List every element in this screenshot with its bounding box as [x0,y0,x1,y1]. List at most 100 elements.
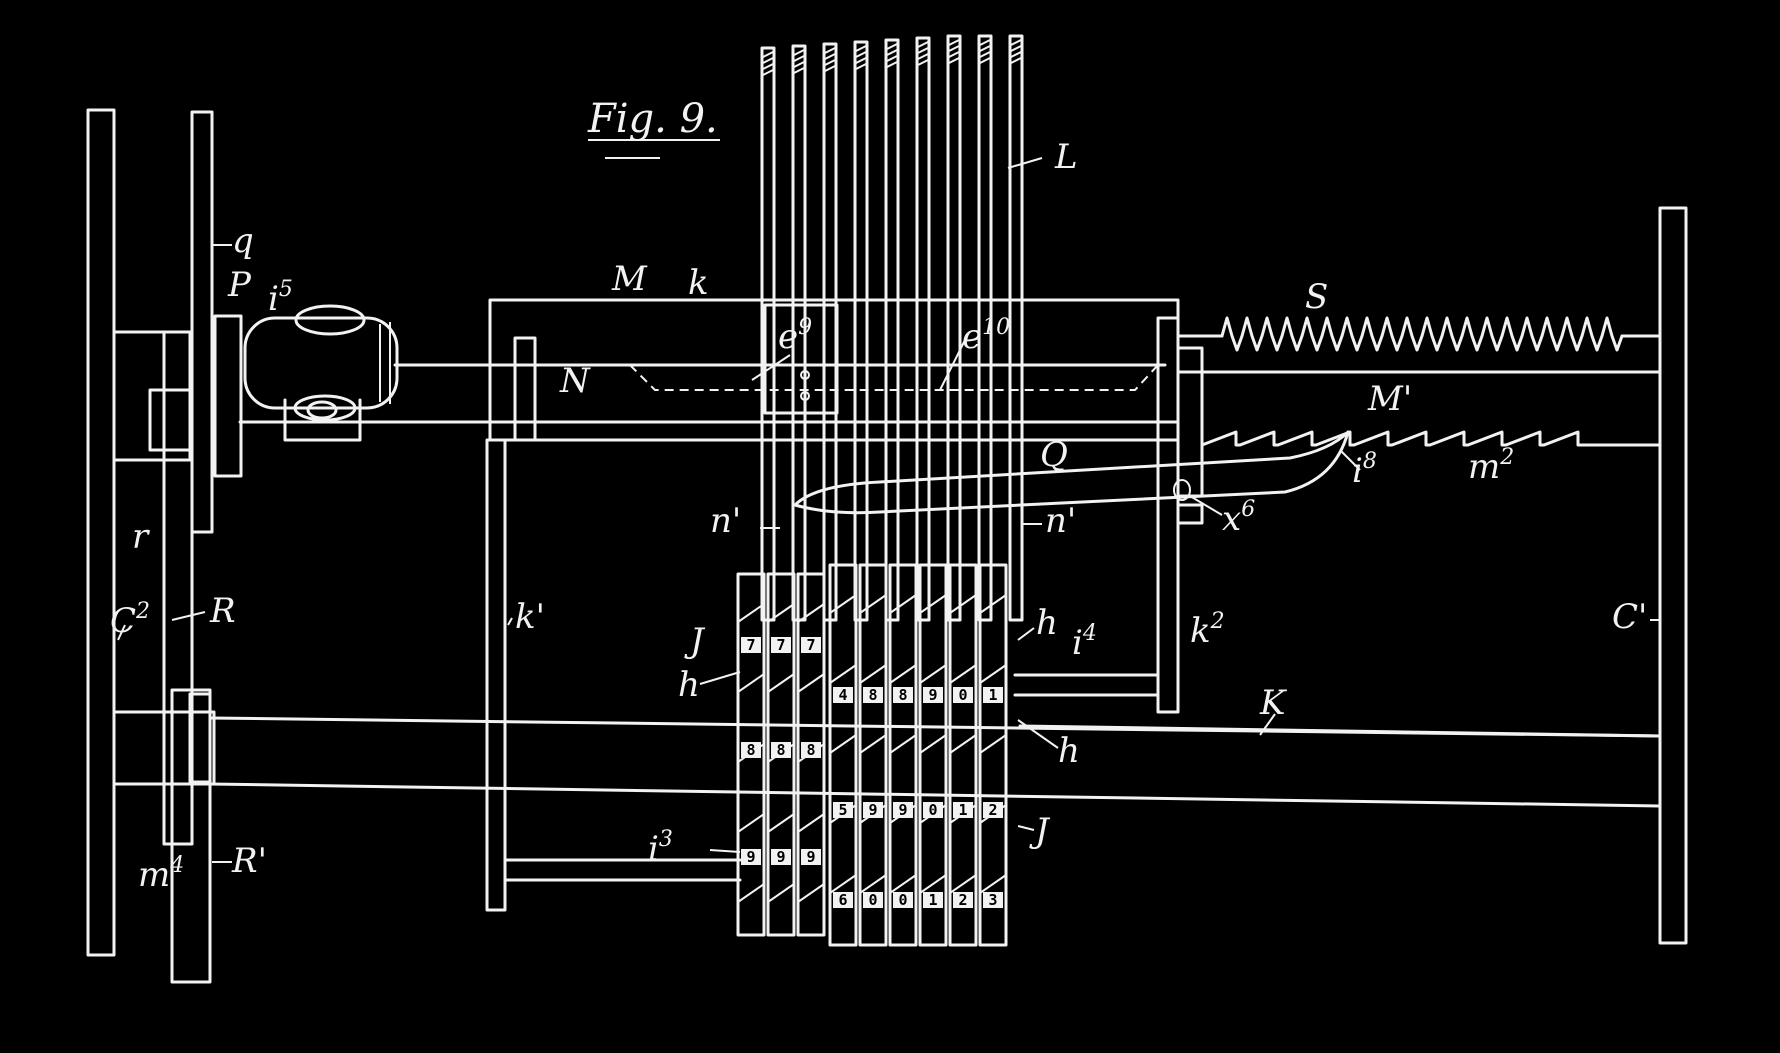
label-i8: i8 [1352,449,1377,491]
reference-labels: q P i5 M k L S e9 e10 N M' Q i8 m2 n' n'… [110,137,1647,895]
wheel-digit-box [801,637,821,653]
wheel-digit-box [953,892,973,908]
wheel-digit-box [771,637,791,653]
label-m4: m4 [138,853,184,895]
number-wheel: 789 [736,572,766,937]
wheel-digit-box [923,802,943,818]
rod [822,42,838,622]
wheel-digit: 8 [776,741,785,759]
wheel-digit: 2 [988,801,997,819]
wheel-digit: 7 [746,636,755,654]
wheel-digit-box [893,687,913,703]
label-k-prime: k' [515,597,545,637]
wheel-digit-box [953,802,973,818]
wheel-digit-box [741,849,761,865]
label-i4: i4 [1072,621,1097,663]
wheel-digit: 9 [746,848,755,866]
label-M: M [611,259,648,299]
rod [977,34,993,622]
wheel-digit-box [801,742,821,758]
label-J-bottom: J [1029,811,1051,851]
wheel-digit-box [771,742,791,758]
wheel-digit: 9 [928,686,937,704]
wheel-digit: 3 [988,891,997,909]
number-wheel: 8 9 0 [888,563,918,947]
wheel-digit: 9 [868,801,877,819]
wheel-digit-box [833,892,853,908]
label-h-right: h [1036,603,1058,643]
number-wheel: 456 [828,563,858,947]
figure-title: Fig. 9. [587,96,720,159]
label-k: k [688,263,709,303]
cam-wheel-i5 [243,304,399,442]
label-q: q [232,221,254,261]
wheel-digit-box [893,892,913,908]
number-wheel: 1 2 3 [978,563,1008,947]
wheel-digit: 9 [898,801,907,819]
wheel-digit-box [983,802,1003,818]
label-n-left: n' [710,501,741,541]
wheel-digit: 0 [868,891,877,909]
label-R-prime: R' [231,841,267,881]
wheel-digit-box [983,687,1003,703]
wheel-digit-box [833,687,853,703]
number-wheel: 012 [948,563,978,947]
label-J-top: J [684,621,706,661]
wheel-digit: 8 [898,686,907,704]
label-e9: e9 [778,315,812,357]
wheel-digit: 1 [988,686,997,704]
rod [1008,34,1024,622]
wheel-digit: 0 [928,801,937,819]
label-k2: k2 [1190,609,1225,651]
left-bearing-blocks [112,314,243,786]
wheel-digit-box [863,892,883,908]
label-L: L [1054,137,1078,177]
rack-M-prime [1176,346,1662,498]
label-i3: i3 [648,827,673,869]
label-i5: i5 [268,277,293,319]
wheel-digit-box [983,892,1003,908]
rod [853,40,869,622]
label-r: r [132,517,150,557]
wheel-digit-box [953,687,973,703]
label-h-left: h [678,665,700,705]
wheel-digit: 8 [806,741,815,759]
label-C-prime: C' [1612,597,1647,637]
side-rods [485,438,1180,912]
wheel-digit-box [863,802,883,818]
wheel-digit-box [893,802,913,818]
wheel-digit: 0 [898,891,907,909]
label-e10: e10 [962,315,1010,357]
wheel-digit-box [833,802,853,818]
wheel-digit-box [741,742,761,758]
number-wheel: 789 [796,572,826,937]
wheel-digit: 1 [958,801,967,819]
wheel-digit: 1 [928,891,937,909]
label-Q: Q [1040,435,1068,475]
label-x6: x6 [1222,497,1255,539]
label-C2: C2 [110,599,150,641]
wheel-digit: 7 [776,636,785,654]
rod [915,36,931,622]
wheel-digit: 9 [776,848,785,866]
label-N: N [559,361,591,401]
wheel-digit: 6 [838,891,847,909]
label-h-lower: h [1058,731,1080,771]
wheel-digit-box [741,637,761,653]
label-P: P [227,265,252,305]
wheel-digit: 2 [958,891,967,909]
number-wheel: 7 8 9 [766,572,796,937]
wheel-digit: 7 [806,636,815,654]
label-M-prime: M' [1367,379,1412,419]
leader-lines [117,157,1660,863]
spring-S [1176,316,1662,352]
label-R: R [209,591,236,631]
wheel-digit-box [923,892,943,908]
upper-housing-M [488,298,1180,442]
shaft-K [208,716,1662,808]
number-wheel: 890 [858,563,888,947]
left-frame-plate [86,108,214,984]
